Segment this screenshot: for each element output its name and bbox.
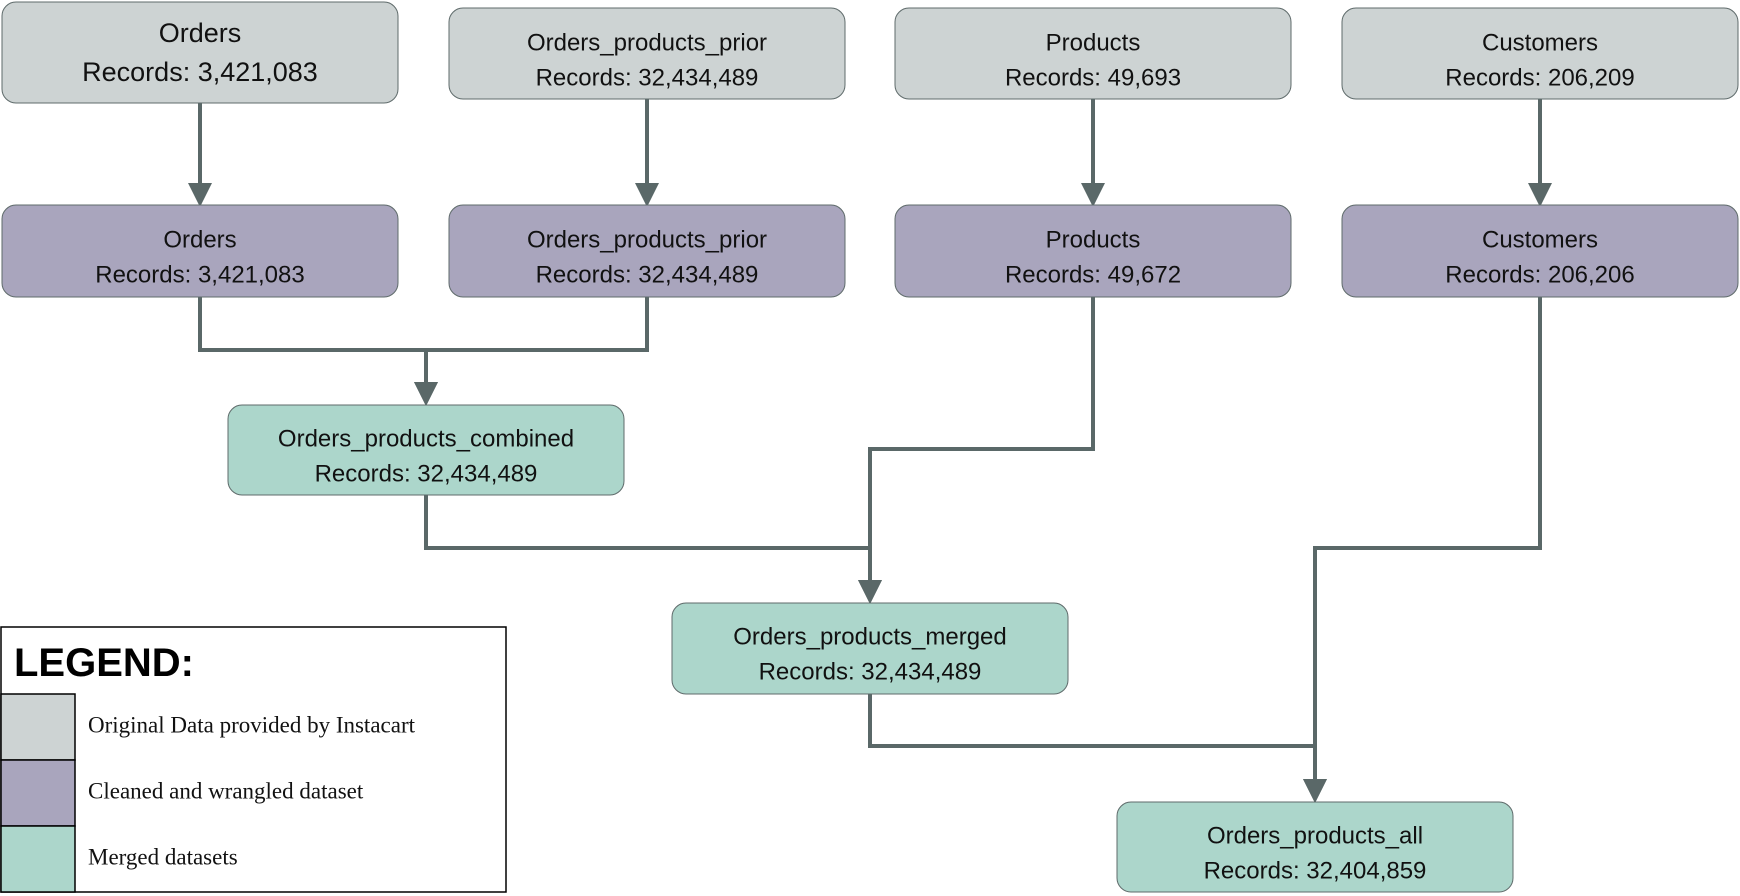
legend-label-merged: Merged datasets [88,844,238,869]
node-box [448,204,846,298]
node-name: Orders [159,18,242,48]
legend-label-original: Original Data provided by Instacart [88,712,416,737]
node-record-count: Records: 32,404,859 [1204,857,1427,884]
node-box [894,7,1292,100]
connector-products_cleaned-to-merged [858,297,1095,604]
connector-merged-to-all [868,694,1327,803]
node-box [894,204,1292,298]
node-record-count: Records: 32,434,489 [536,64,759,91]
node-box [1116,801,1514,893]
node-box [1341,7,1739,100]
legend: LEGEND: Original Data provided by Instaca… [0,626,507,893]
node-box [448,7,846,100]
connector-opp_cleaned-to-combined [414,297,649,406]
connector-customers_cleaned-to-all [1303,297,1542,803]
legend-frame [0,626,507,893]
node-record-count: Records: 32,434,489 [315,460,538,487]
legend-title: LEGEND: [14,641,194,685]
node-name: Orders_products_prior [527,226,767,253]
node-box [1,204,399,298]
node-name: Products [1046,226,1141,253]
node-name: Products [1046,29,1141,56]
legend-swatch-original [0,693,76,761]
node-record-count: Records: 32,434,489 [536,261,759,288]
node-name: Customers [1482,226,1598,253]
legend-swatch-merged [0,825,76,893]
node-box [227,404,625,496]
legend-swatch-cleaned [0,759,76,827]
node-box [671,602,1069,695]
node-record-count: Records: 3,421,083 [95,261,304,288]
connector-combined-to-merged [424,495,882,604]
node-record-count: Records: 206,209 [1445,64,1634,91]
node-name: Customers [1482,29,1598,56]
connector-orders_cleaned-to-combined [198,297,438,406]
node-record-count: Records: 32,434,489 [759,658,982,685]
node-name: Orders_products_combined [278,425,574,452]
connector-lines [188,99,1552,803]
node-box [1341,204,1739,298]
node-record-count: Records: 3,421,083 [82,57,318,87]
node-name: Orders_products_all [1207,822,1423,849]
node-record-count: Records: 206,206 [1445,261,1634,288]
node-name: Orders [163,226,236,253]
node-name: Orders_products_merged [733,623,1006,650]
node-record-count: Records: 49,672 [1005,261,1181,288]
node-box [1,1,399,104]
node-name: Orders_products_prior [527,29,767,56]
node-record-count: Records: 49,693 [1005,64,1181,91]
legend-label-cleaned: Cleaned and wrangled dataset [88,778,364,803]
